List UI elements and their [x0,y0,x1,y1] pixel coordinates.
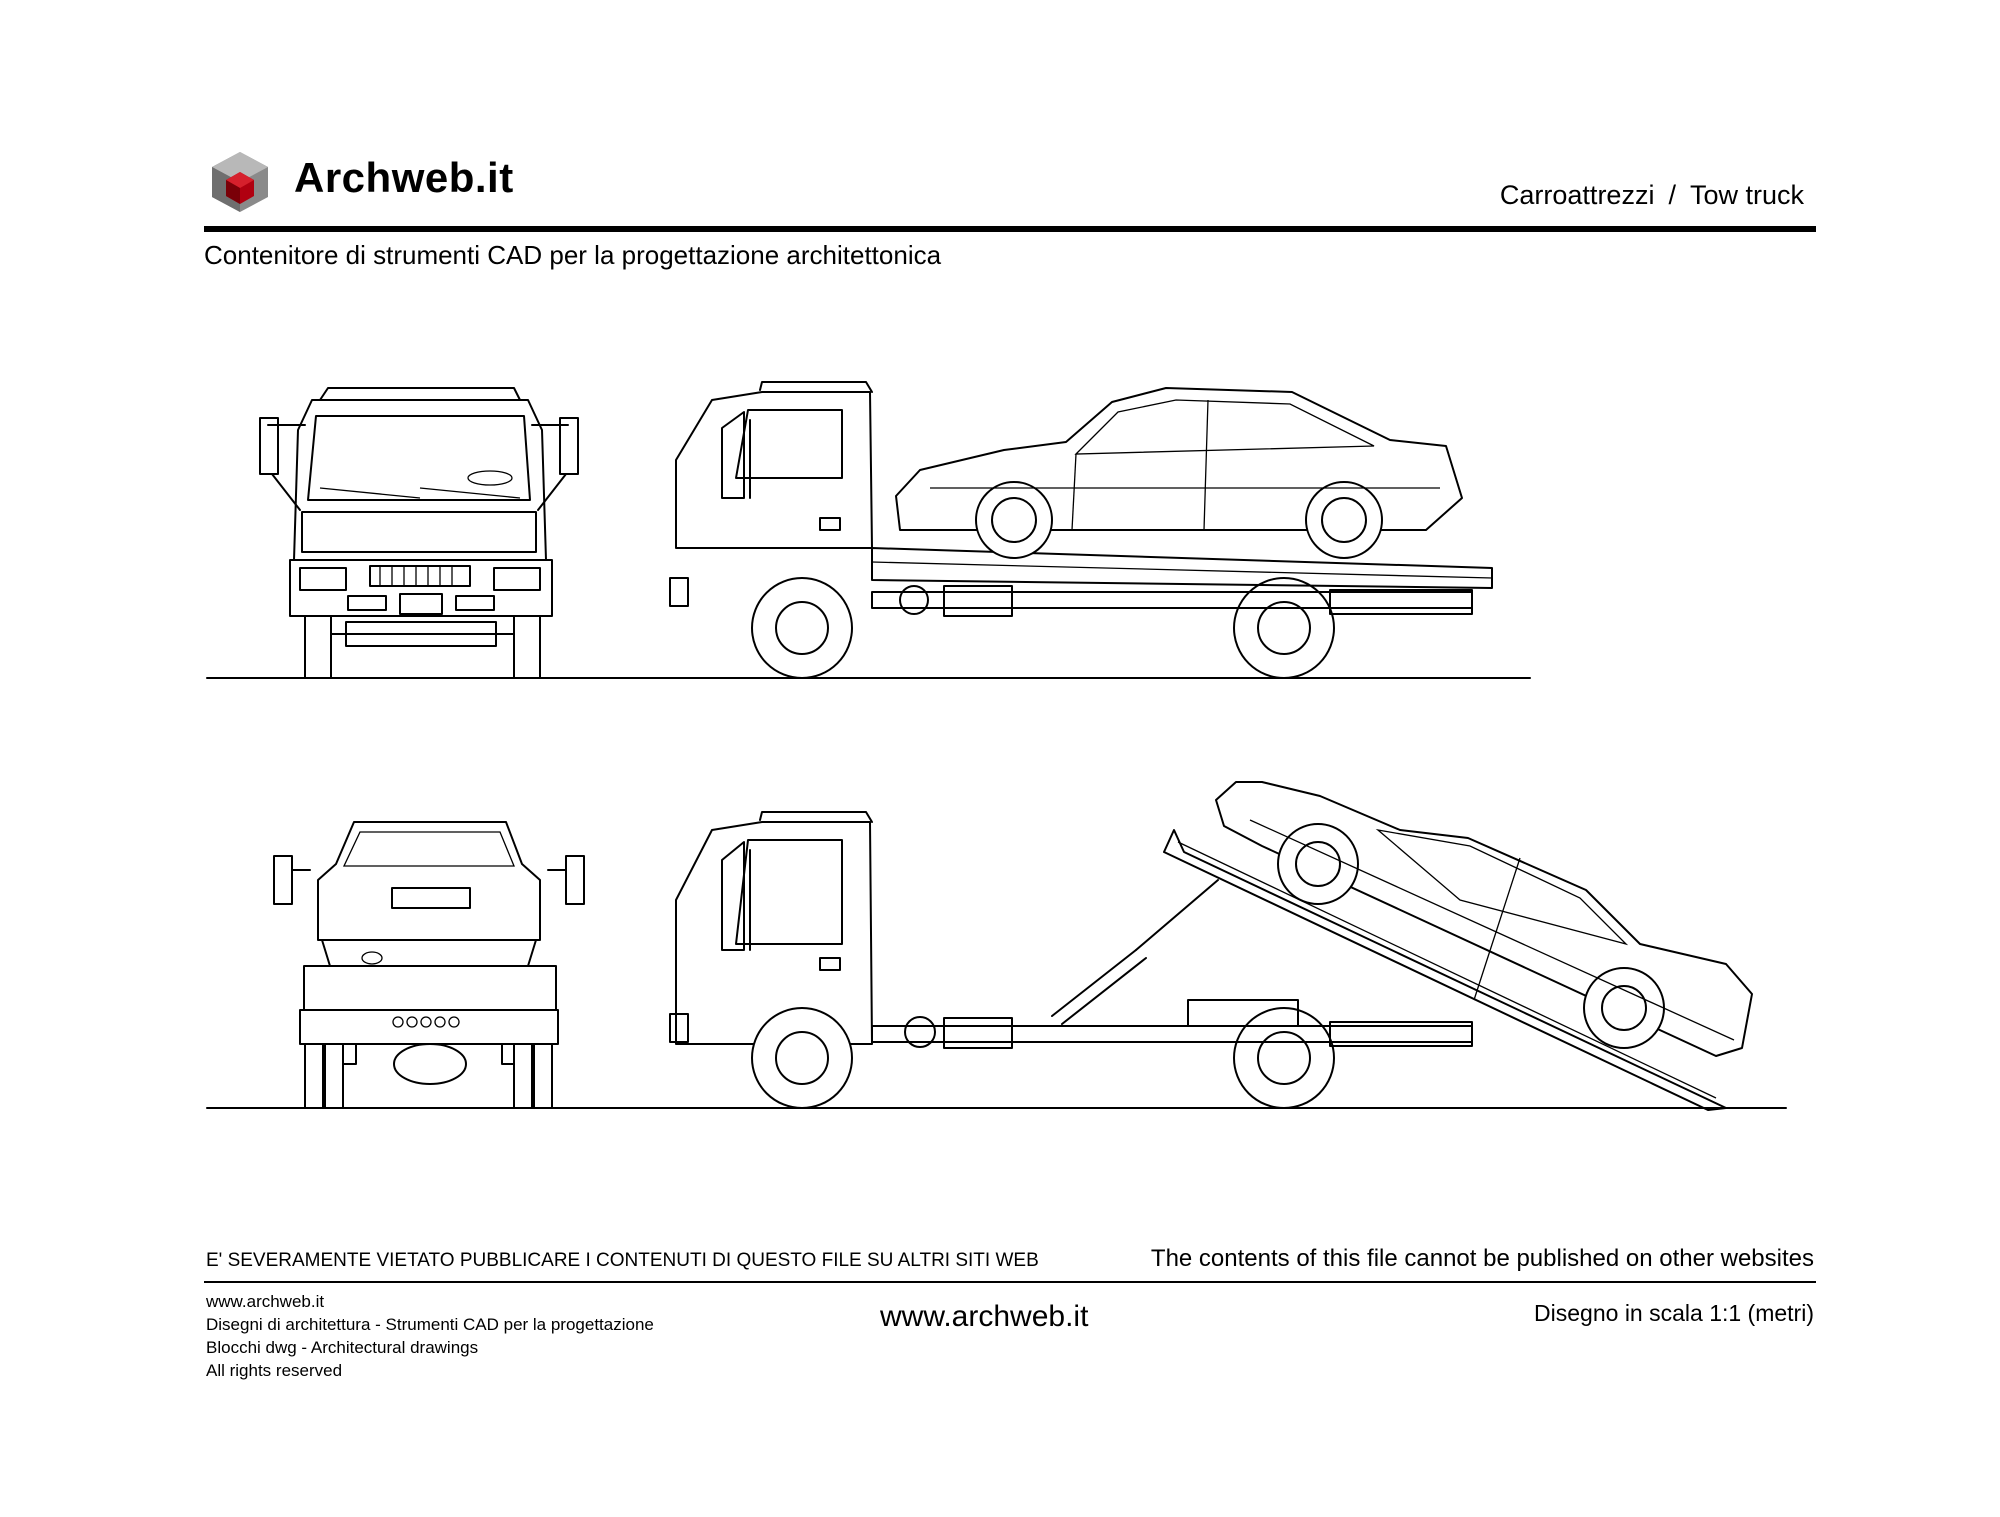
archweb-logo-icon [212,152,268,212]
drawing-title: Carroattrezzi / Tow truck [1500,180,1804,211]
footer-website: www.archweb.it [880,1300,1089,1333]
title-italian: Carroattrezzi [1499,180,1655,210]
footer-scale: Disegno in scala 1:1 (metri) [1534,1300,1814,1326]
footer-credits: www.archweb.it Disegni di architettura -… [206,1290,654,1382]
footer-line-description: Disegni di architettura - Strumenti CAD … [206,1315,654,1334]
logo-text: Archweb.it [294,154,514,201]
title-separator: / [1668,180,1676,210]
footer-line-rights: All rights reserved [206,1361,343,1380]
notice-italian: E' SEVERAMENTE VIETATO PUBBLICARE I CONT… [206,1250,1039,1271]
truck-side-view-tilted [670,812,1726,1110]
header-rule [204,226,1816,232]
truck-front-view [260,388,578,678]
title-english: Tow truck [1689,180,1804,210]
footer-line-website: www.archweb.it [206,1292,325,1311]
car-on-tilted-bed [1216,782,1752,1056]
footer-rule [204,1281,1816,1283]
notice-english: The contents of this file cannot be publ… [1150,1245,1814,1272]
truck-rear-view [274,822,584,1108]
footer-line-blocks: Blocchi dwg - Architectural drawings [206,1338,479,1357]
truck-side-view-loaded [670,382,1492,678]
car-on-flatbed [896,388,1462,558]
subtitle: Contenitore di strumenti CAD per la prog… [204,240,942,270]
